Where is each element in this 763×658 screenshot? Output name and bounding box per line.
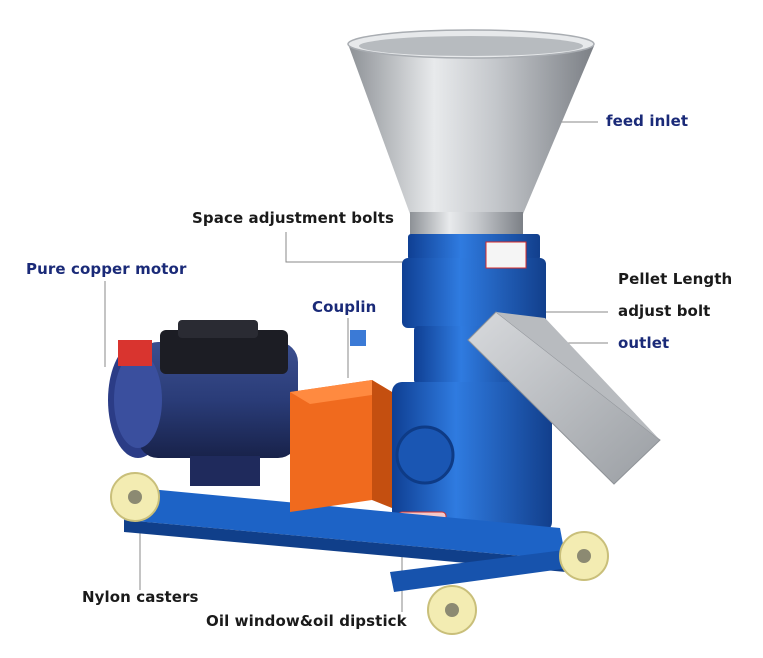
label-pellet-length: Pellet Length bbox=[618, 270, 733, 288]
label-couplin: Couplin bbox=[312, 298, 377, 316]
feed-hopper bbox=[347, 29, 595, 236]
caster-wheels bbox=[110, 472, 609, 635]
electric-motor bbox=[108, 320, 298, 486]
base-frame bbox=[118, 486, 584, 592]
label-outlet: outlet bbox=[618, 334, 670, 352]
label-nylon-casters: Nylon casters bbox=[82, 588, 199, 606]
label-pure-copper-motor: Pure copper motor bbox=[26, 260, 187, 278]
outlet-chute bbox=[467, 311, 661, 485]
label-feed-inlet: feed inlet bbox=[606, 112, 689, 130]
label-space-adjustment-bolts: Space adjustment bolts bbox=[192, 209, 395, 227]
coupling-guard bbox=[290, 380, 392, 512]
label-adjust-bolt: adjust bolt bbox=[618, 302, 711, 320]
label-oil-window-dipstick: Oil window&oil dipstick bbox=[206, 612, 407, 630]
machine-body bbox=[350, 234, 552, 537]
